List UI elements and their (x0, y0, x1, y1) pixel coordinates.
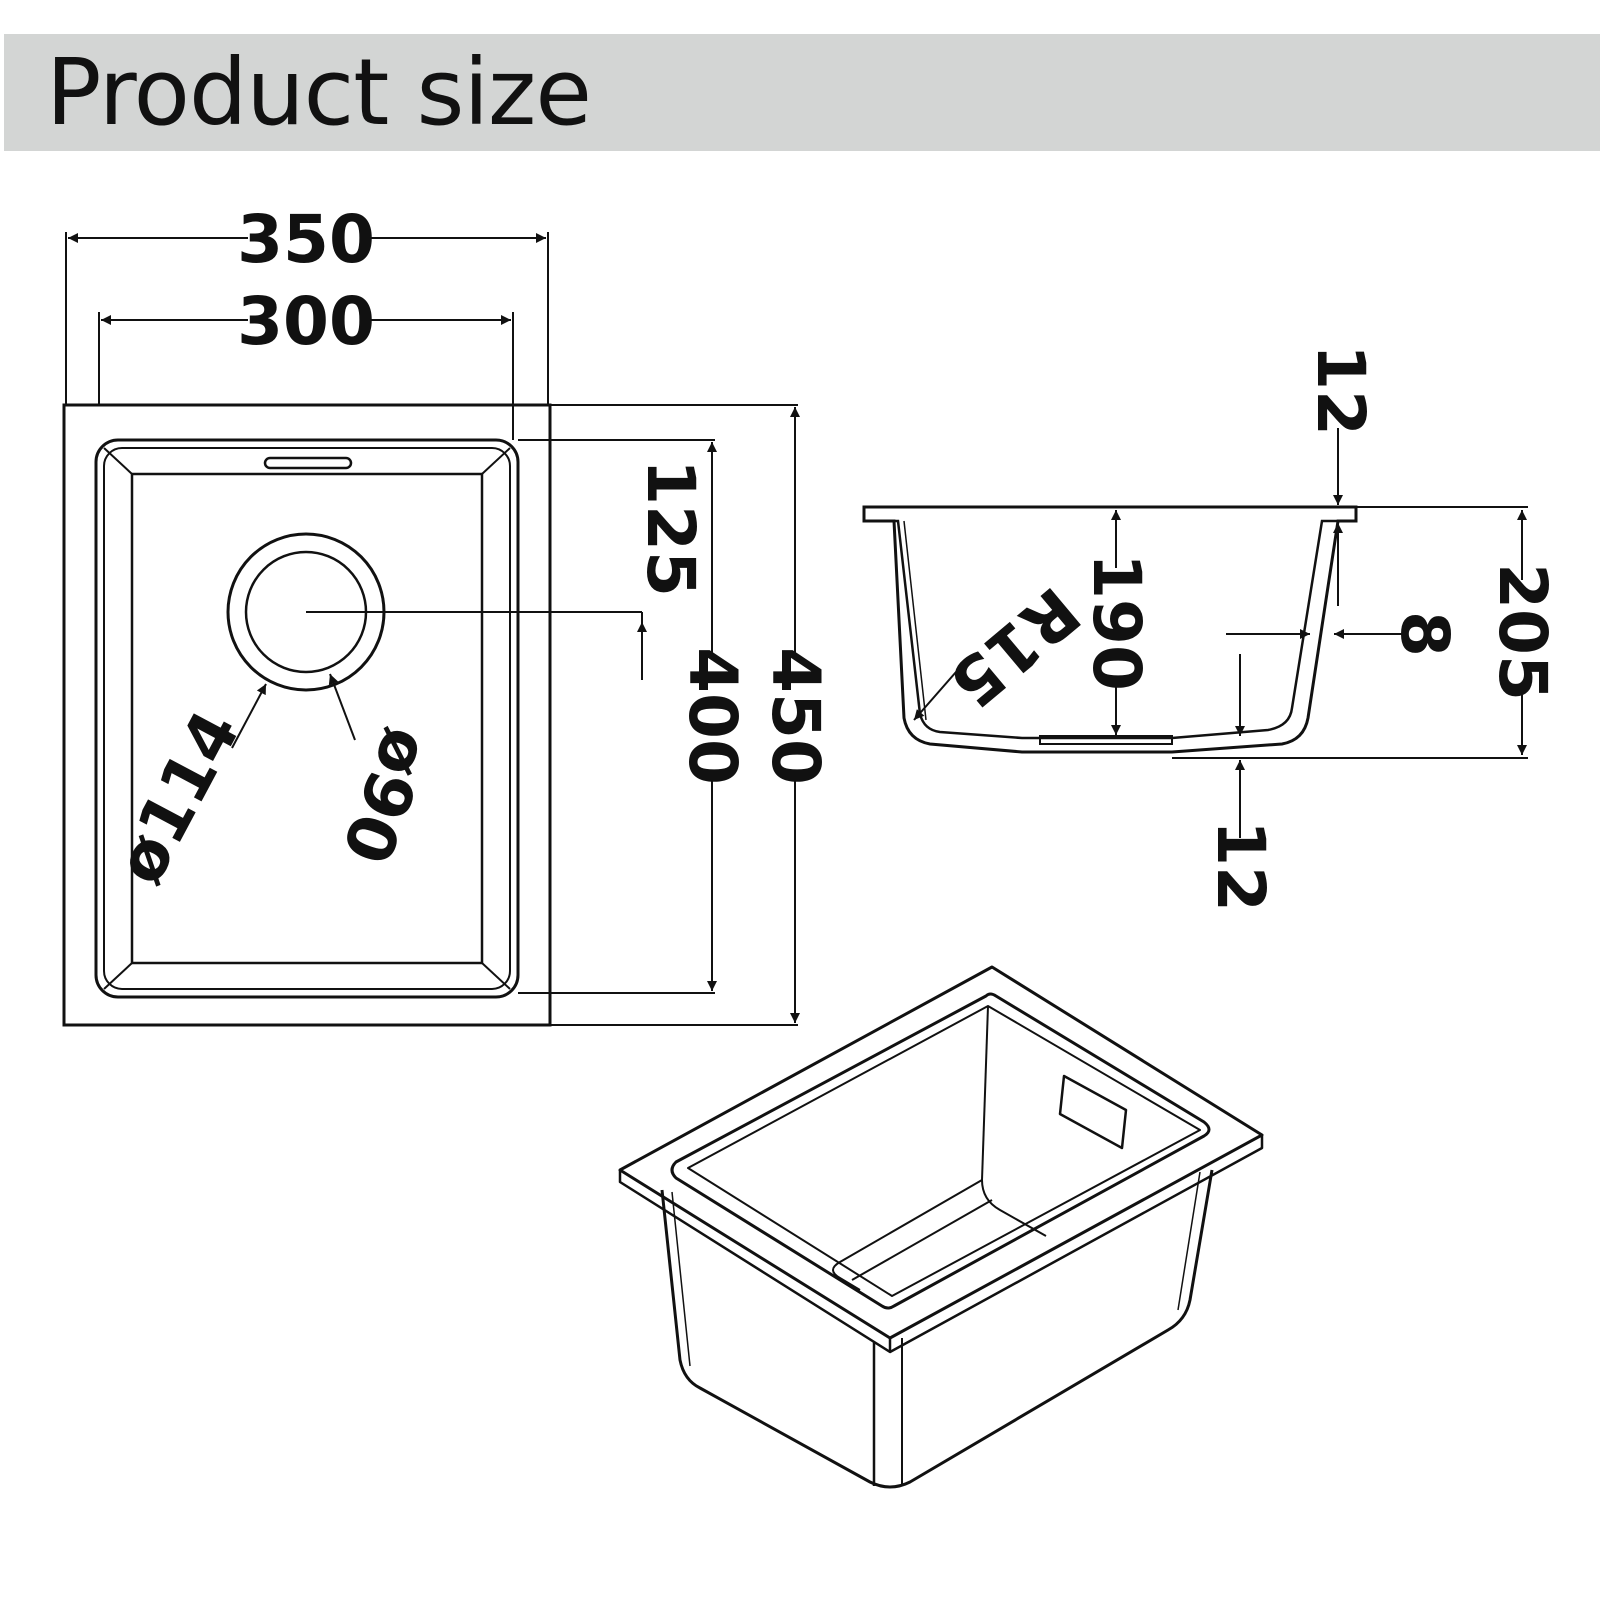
iso-body-edge (1177, 1171, 1201, 1311)
bowl-corner-line (103, 962, 133, 990)
dim-length-outer: 450 (757, 647, 834, 785)
iso-body-edge (671, 1191, 691, 1367)
top-view: 350 300 125 400 450 ø114 ø90 (62, 201, 834, 1027)
dim-total-depth: 205 (1484, 563, 1561, 701)
sink-section-outline (862, 505, 1358, 754)
iso-sink-body (660, 1169, 1214, 1489)
dim-inner-depth: 190 (1078, 553, 1155, 691)
bowl-corner-line (481, 447, 511, 475)
bowl-rim-inner (103, 447, 511, 990)
side-section-view: 12 190 R15 8 205 12 (862, 344, 1561, 912)
section-drain-slot (1039, 735, 1173, 745)
dim-width-inner: 300 (237, 283, 375, 360)
dim-drain-offset: 125 (632, 459, 709, 597)
iso-bowl-back-corner (981, 1005, 989, 1181)
sink-outer-outline (62, 403, 552, 1027)
leader-arrow (231, 683, 267, 749)
bowl-corner-line (481, 962, 511, 990)
dim-drain-inner-diameter: ø90 (327, 718, 446, 873)
dim-drain-outer-diameter: ø114 (101, 699, 255, 897)
dim-length-inner: 400 (674, 647, 751, 785)
iso-bowl-inner-rim (687, 1005, 1201, 1297)
leader-arrow (913, 655, 971, 721)
dim-corner-radius: R15 (935, 572, 1094, 723)
leader-arrow (328, 673, 356, 741)
overflow-slot (263, 456, 353, 470)
iso-bowl-opening (670, 992, 1211, 1310)
bowl-corner-line (103, 447, 133, 475)
dim-width-outer: 350 (237, 201, 375, 278)
dim-bottom-thickness: 12 (1202, 820, 1279, 912)
iso-rim-edge (618, 1135, 1264, 1354)
iso-bowl-floor-edge (851, 1199, 993, 1281)
iso-bowl-floor-edge (981, 1179, 1047, 1237)
iso-overflow-slot (1058, 1074, 1128, 1150)
dim-wall-thickness: 8 (1386, 611, 1463, 657)
sink-wall-line (903, 520, 927, 721)
bowl-rim-outline (94, 438, 520, 999)
dim-rim-thickness: 12 (1302, 344, 1379, 436)
page-title: Product size (46, 39, 592, 146)
isometric-view (618, 965, 1264, 1489)
bowl-floor-outline (130, 472, 484, 965)
iso-bowl-floor-edge (832, 1179, 983, 1291)
header-band (4, 34, 1600, 151)
